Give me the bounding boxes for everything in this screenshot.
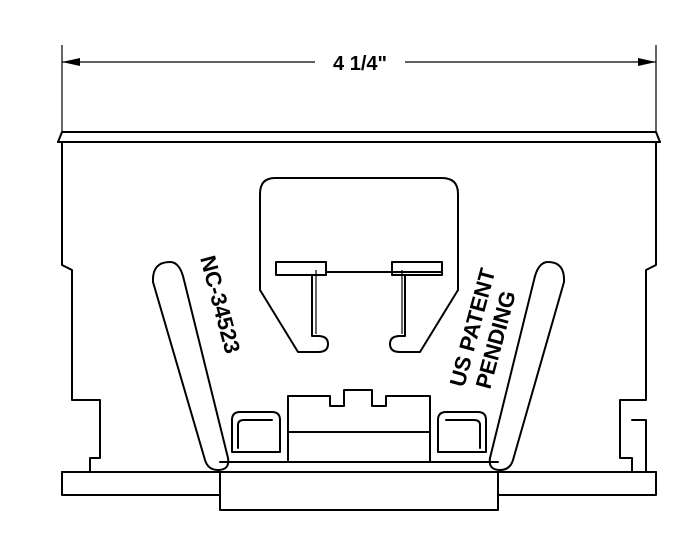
part-number-marking: NC-34523 <box>195 253 245 356</box>
left-side-profile <box>61 141 221 496</box>
right-arm-outline <box>488 261 566 471</box>
left-tab <box>275 261 327 276</box>
right-notch <box>631 419 647 473</box>
left-latch-block <box>231 411 281 453</box>
width-dimension: 4 1/4" <box>61 45 657 132</box>
dimension-label: 4 1/4" <box>333 53 387 75</box>
bottom-plate <box>219 471 499 511</box>
cutout-outline <box>259 177 459 353</box>
left-arm-outline <box>151 261 230 471</box>
right-side-profile <box>497 141 657 496</box>
center-latch-body <box>287 389 431 463</box>
right-arm <box>488 261 566 471</box>
left-latch-inner <box>237 419 273 449</box>
top-edge <box>57 131 661 143</box>
right-arrowhead <box>638 58 656 66</box>
right-latch-block <box>437 411 487 453</box>
center-cutout <box>259 177 459 353</box>
clip-body <box>57 131 661 496</box>
right-latch-inner <box>445 419 481 449</box>
right-tab <box>391 261 443 276</box>
left-arrowhead <box>62 58 80 66</box>
latch-assembly <box>219 389 499 511</box>
left-arm <box>151 261 230 471</box>
